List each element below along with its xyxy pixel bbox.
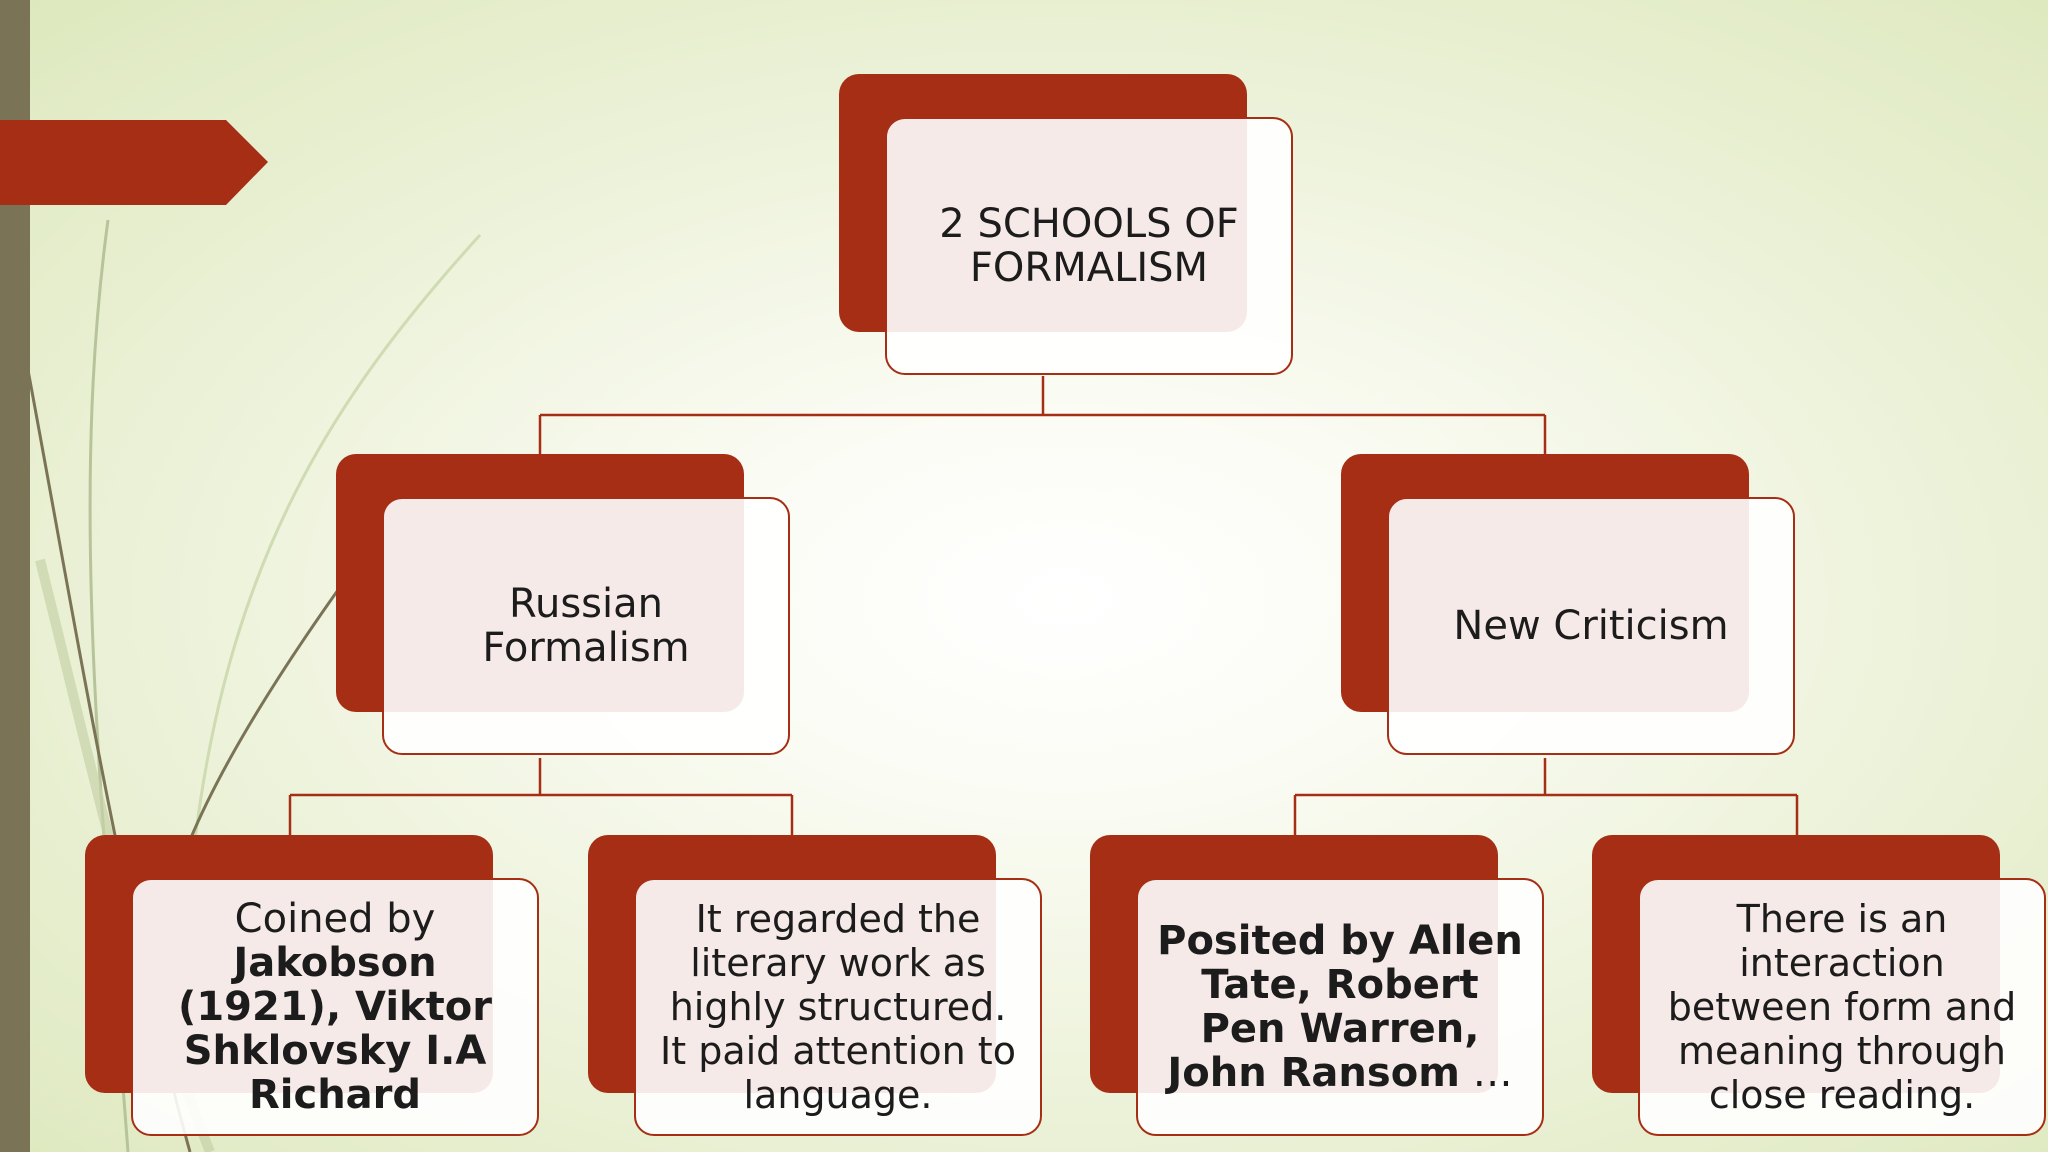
root-label-line1: 2 SCHOOLS OF [939,201,1239,247]
leaf-node-label: There is an interaction between form and… [1667,897,2017,1117]
branch-node-label: Russian Formalism [482,581,690,671]
title-arrow-tab [0,120,268,205]
leaf-ellipsis: … [1459,1050,1513,1096]
branch-node-label: New Criticism [1453,603,1729,649]
leaf-node-label: Coined by Jakobson (1921), Viktor Shklov… [151,897,519,1117]
leaf-node-box: Posited by Allen Tate, Robert Pen Warren… [1136,878,1544,1136]
leaf-bold-text: Posited by Allen Tate, Robert Pen Warren… [1157,918,1523,1096]
root-label-line2: FORMALISM [969,245,1209,291]
leaf-node-label: It regarded the literary work as highly … [660,897,1016,1117]
leaf-node-box: There is an interaction between form and… [1638,878,2046,1136]
leaf-node-box: Coined by Jakobson (1921), Viktor Shklov… [131,878,539,1136]
leaf-intro-text: Coined by [234,896,436,942]
root-node-box: 2 SCHOOLS OF FORMALISM [885,117,1293,375]
branch-node-box: Russian Formalism [382,497,790,755]
branch-node-box: New Criticism [1387,497,1795,755]
root-node-label: 2 SCHOOLS OF FORMALISM [939,202,1238,290]
leaf-node-label: Posited by Allen Tate, Robert Pen Warren… [1156,919,1524,1095]
leaf-node-box: It regarded the literary work as highly … [634,878,1042,1136]
leaf-bold-text: Jakobson (1921), Viktor Shklovsky I.A Ri… [178,940,492,1118]
